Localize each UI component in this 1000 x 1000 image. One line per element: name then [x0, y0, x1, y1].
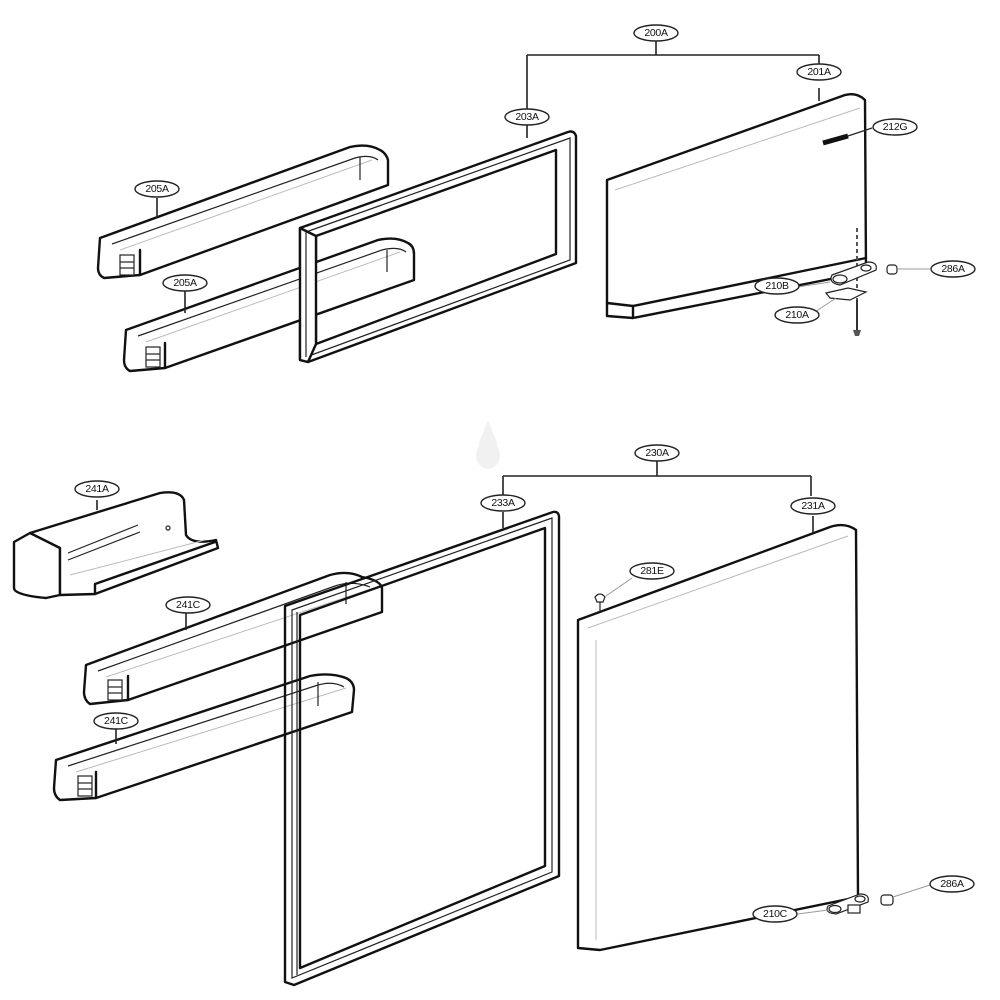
svg-text:241A: 241A	[85, 483, 109, 495]
upper-door	[605, 88, 873, 320]
group-bracket-200a	[526, 40, 820, 112]
svg-text:203A: 203A	[515, 111, 539, 123]
callout-210a: 210A	[774, 306, 820, 324]
callout-200a: 200A	[633, 24, 679, 42]
lower-hinge-parts	[797, 884, 931, 915]
callout-241c-bottom: 241C	[93, 712, 139, 730]
upper-door-bin-1	[96, 144, 390, 280]
lower-door	[576, 516, 860, 952]
svg-text:286A: 286A	[941, 263, 965, 275]
svg-text:210B: 210B	[765, 280, 789, 292]
callout-210c: 210C	[752, 905, 798, 923]
upper-gasket-front-post	[298, 226, 318, 364]
group-bracket-230a	[502, 460, 812, 496]
upper-hinge-parts	[797, 228, 930, 336]
svg-text:201A: 201A	[807, 66, 831, 78]
svg-text:241C: 241C	[176, 599, 201, 611]
callout-210b: 210B	[754, 277, 800, 295]
dairy-bin	[12, 491, 220, 600]
lower-door-bin-1	[82, 571, 384, 706]
svg-text:231A: 231A	[801, 500, 825, 512]
callout-231a: 231A	[790, 497, 836, 515]
svg-text:230A: 230A	[645, 447, 669, 459]
lower-gasket	[283, 510, 561, 987]
callout-233a: 233A	[480, 494, 526, 512]
callout-241a: 241A	[74, 480, 120, 498]
callout-205a-bottom: 205A	[162, 274, 208, 292]
svg-text:212G: 212G	[883, 121, 908, 133]
callout-205a-top: 205A	[134, 180, 180, 198]
svg-text:241C: 241C	[104, 715, 129, 727]
watermark	[476, 420, 500, 469]
callout-203a: 203A	[504, 108, 550, 126]
callout-201a: 201A	[796, 63, 842, 81]
callout-281e: 281E	[629, 562, 675, 580]
upper-door-bin-2	[122, 237, 416, 373]
callout-241c-top: 241C	[165, 596, 211, 614]
svg-text:286A: 286A	[940, 878, 964, 890]
callout-286a-lower: 286A	[929, 875, 975, 893]
callout-212g: 212G	[872, 118, 918, 136]
svg-text:210C: 210C	[763, 908, 788, 920]
svg-text:205A: 205A	[145, 183, 169, 195]
svg-text:233A: 233A	[491, 497, 515, 509]
upper-gasket	[298, 124, 578, 364]
svg-text:281E: 281E	[640, 565, 664, 577]
svg-text:205A: 205A	[173, 277, 197, 289]
callout-286a-upper: 286A	[930, 260, 976, 278]
svg-text:210A: 210A	[785, 309, 809, 321]
callout-230a: 230A	[634, 444, 680, 462]
svg-text:200A: 200A	[644, 27, 668, 39]
